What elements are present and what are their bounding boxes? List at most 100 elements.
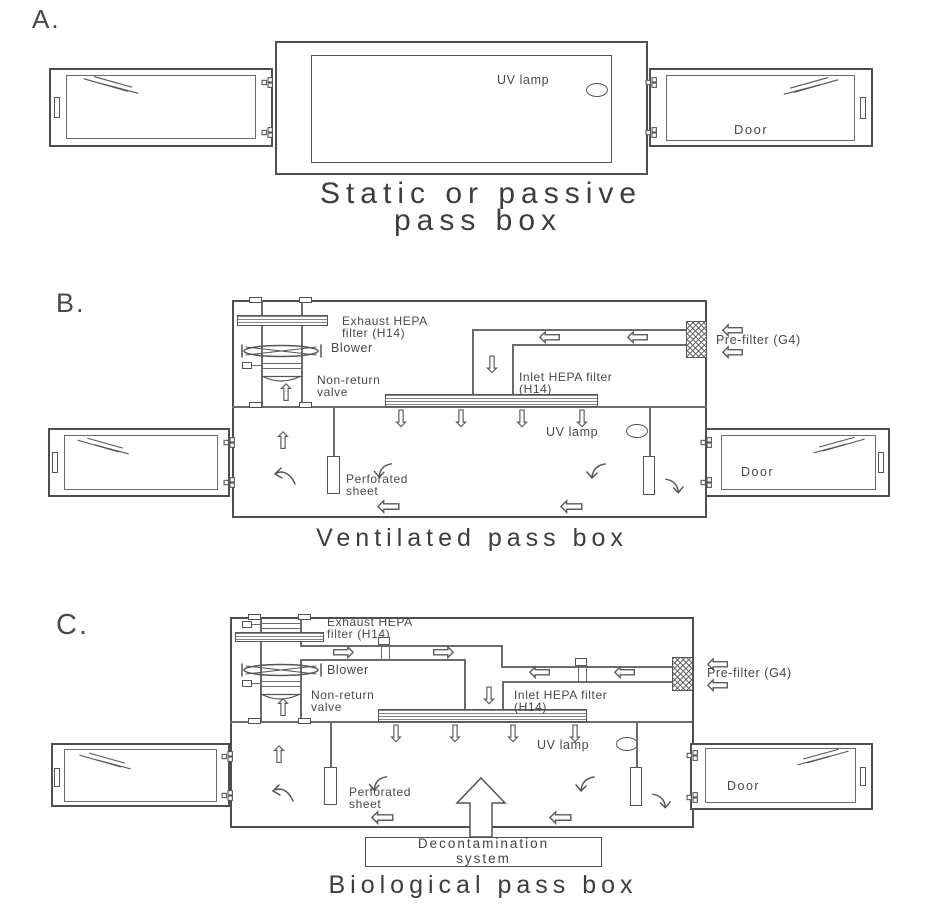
blower-label: Blower bbox=[327, 663, 369, 677]
shape bbox=[692, 755, 698, 761]
up-arrow-icon: ⇧ bbox=[273, 694, 294, 722]
shape bbox=[706, 482, 712, 488]
duct-flange bbox=[248, 614, 261, 620]
curved-arrow-icon bbox=[271, 784, 294, 802]
hinge-icon bbox=[645, 127, 657, 138]
duct-cross-line bbox=[261, 368, 302, 370]
down-arrow-icon: ⇩ bbox=[482, 351, 503, 379]
curved-arrow-icon bbox=[273, 467, 296, 485]
shape bbox=[651, 77, 657, 83]
shape bbox=[94, 444, 129, 455]
baffle-line bbox=[330, 722, 332, 768]
shape bbox=[700, 479, 706, 486]
shape bbox=[223, 479, 229, 486]
exhaust-hepa-label: Exhaust HEPA bbox=[327, 615, 413, 629]
duct-cross-line bbox=[260, 623, 301, 625]
shape bbox=[686, 752, 692, 759]
non-return-label2: valve bbox=[317, 385, 349, 399]
shape bbox=[686, 794, 692, 801]
inlet-hepa-label: Inlet HEPA filter bbox=[519, 370, 613, 384]
curved-arrow-icon bbox=[586, 463, 606, 479]
shape bbox=[692, 792, 698, 798]
shape bbox=[271, 784, 281, 796]
down-arrow-icon: ⇩ bbox=[572, 405, 593, 433]
glass-reflection-icon bbox=[813, 436, 865, 454]
panel-b-left-door-handle bbox=[52, 452, 58, 473]
curved-arrow-icon bbox=[665, 478, 684, 494]
shape bbox=[267, 127, 273, 133]
panel-c-letter: C. bbox=[56, 609, 89, 641]
shape bbox=[645, 79, 651, 86]
door-label: Door bbox=[727, 779, 761, 793]
non-return-label: Non-return bbox=[311, 688, 375, 702]
shape bbox=[651, 82, 657, 88]
left-arrow-icon: ⇦ bbox=[538, 320, 562, 353]
hinge-icon bbox=[221, 790, 233, 801]
left-arrow-icon: ⇦ bbox=[548, 800, 574, 835]
exhaust-hepa-label: Exhaust HEPA bbox=[342, 314, 428, 328]
duct-line bbox=[300, 660, 302, 722]
duct-line bbox=[260, 617, 262, 722]
shape bbox=[96, 759, 131, 770]
shape bbox=[223, 439, 229, 446]
door-label: Door bbox=[741, 465, 775, 479]
inlet-hepa-label2: (H14) bbox=[519, 382, 553, 396]
blower-icon bbox=[241, 663, 322, 677]
exhaust-hepa-filter bbox=[235, 632, 324, 642]
left-arrow-icon: ⇦ bbox=[528, 655, 552, 688]
hinge-icon bbox=[686, 750, 698, 761]
down-arrow-icon: ⇩ bbox=[503, 720, 524, 748]
duct-line bbox=[512, 344, 514, 396]
pre-filter-label: Pre-filter (G4) bbox=[707, 666, 792, 680]
duct-line bbox=[501, 645, 503, 667]
shape bbox=[651, 132, 657, 138]
down-arrow-icon: ⇩ bbox=[445, 720, 466, 748]
shape bbox=[378, 463, 393, 477]
down-arrow-icon: ⇩ bbox=[512, 405, 533, 433]
shape bbox=[227, 790, 233, 796]
shape bbox=[102, 83, 139, 94]
left-arrow-icon: ⇦ bbox=[370, 800, 396, 835]
panel-a-title-line1: Static or passive bbox=[319, 177, 643, 210]
shape bbox=[783, 84, 820, 95]
damper-actuator bbox=[378, 637, 390, 645]
glass-reflection-icon bbox=[83, 76, 139, 94]
shape bbox=[706, 437, 712, 443]
motor bbox=[242, 680, 252, 687]
duct-flange bbox=[298, 718, 311, 724]
duct-flange bbox=[249, 402, 262, 408]
hinge-icon bbox=[645, 77, 657, 88]
shape bbox=[267, 132, 273, 138]
uv-lamp-icon bbox=[616, 737, 638, 751]
blower-icon bbox=[241, 344, 322, 358]
shape bbox=[819, 436, 855, 448]
motor bbox=[242, 621, 252, 628]
motor-stem bbox=[252, 624, 261, 626]
shape bbox=[368, 783, 380, 791]
hinge-icon bbox=[223, 437, 235, 448]
panel-a-left-door-handle bbox=[54, 97, 60, 118]
wall bbox=[230, 617, 232, 828]
shape bbox=[267, 77, 273, 83]
exhaust-hepa-label2: filter (H14) bbox=[342, 326, 406, 340]
uv-lamp-label: UV lamp bbox=[546, 425, 599, 439]
shape bbox=[586, 471, 598, 479]
shape bbox=[274, 788, 294, 802]
glass-reflection-icon bbox=[79, 752, 131, 770]
non-return-valve-icon bbox=[260, 693, 301, 700]
hinge-icon bbox=[700, 477, 712, 488]
up-arrow-icon: ⇧ bbox=[269, 741, 290, 769]
non-return-label2: valve bbox=[311, 700, 343, 714]
inlet-hepa-filter bbox=[385, 394, 598, 407]
motor-stem bbox=[252, 365, 261, 367]
panel-a-right-door-glass bbox=[666, 75, 855, 141]
perforated-sheet-label2: sheet bbox=[346, 484, 379, 498]
shape bbox=[227, 756, 233, 762]
duct-line bbox=[300, 617, 302, 645]
left-arrow-icon: ⇦ bbox=[626, 320, 650, 353]
motor bbox=[242, 362, 252, 369]
damper-stem bbox=[389, 645, 391, 660]
shape bbox=[692, 750, 698, 756]
hinge-icon bbox=[700, 437, 712, 448]
